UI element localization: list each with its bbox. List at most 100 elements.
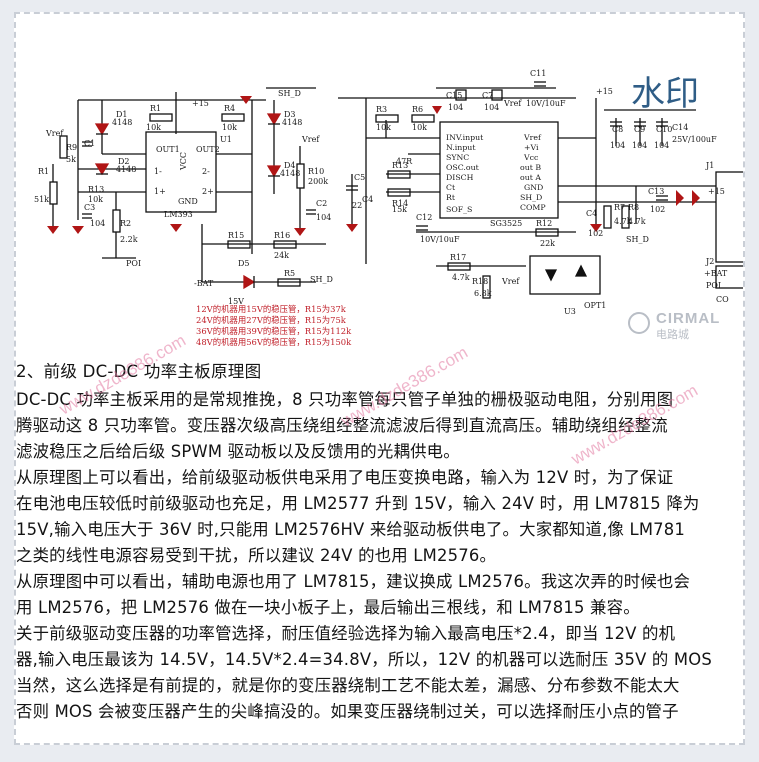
paragraph-line: 从原理图上可以看出，给前级驱动板供电采用了电压变换电路，输入为 12V 时，为了…	[16, 468, 674, 487]
svg-text:Vref: Vref	[301, 135, 320, 144]
svg-text:10k: 10k	[222, 123, 237, 132]
svg-text:C4: C4	[586, 209, 597, 218]
svg-text:Vref: Vref	[45, 129, 64, 138]
svg-text:SH_D: SH_D	[520, 193, 542, 202]
svg-text:10V/10uF: 10V/10uF	[420, 235, 460, 244]
svg-text:C13: C13	[648, 187, 664, 196]
svg-text:5k: 5k	[66, 155, 76, 164]
svg-text:OPT1: OPT1	[584, 301, 606, 310]
svg-text:R1: R1	[38, 167, 49, 176]
svg-text:D4: D4	[284, 161, 296, 170]
svg-text:INV.input: INV.input	[446, 133, 484, 142]
svg-text:C4: C4	[362, 195, 373, 204]
svg-text:6.8k: 6.8k	[474, 289, 492, 298]
brand-subtitle: 电路城	[656, 328, 689, 341]
svg-text:102: 102	[650, 205, 665, 214]
paragraph-line: 当然，这么选择是有前提的，就是你的变压器绕制工艺不能太差，漏感、分布参数不能太大	[16, 676, 680, 695]
svg-text:R13: R13	[392, 161, 408, 170]
brand-circle-icon	[628, 312, 650, 334]
svg-text:SYNC: SYNC	[446, 153, 469, 162]
paragraph-line: 关于前级驱动变压器的功率管选择，耐压值经验选择为输入最高电压*2.4，即当 12…	[16, 624, 676, 643]
svg-text:R6: R6	[412, 105, 423, 114]
svg-text:+Vi: +Vi	[524, 143, 539, 152]
svg-text:J1: J1	[705, 161, 714, 170]
svg-text:104: 104	[610, 141, 625, 150]
paragraph-line: 腾驱动这 8 只功率管。变压器次级高压绕组经整流滤波后得到直流高压。辅助绕组经整…	[16, 416, 668, 435]
paragraph-line: 滤波稳压之后给后级 SPWM 驱动板以及反馈用的光耦供电。	[16, 442, 460, 461]
note-line: 48V的机器用56V的稳压管，R15为150k	[196, 337, 352, 347]
svg-text:2-: 2-	[202, 167, 210, 176]
svg-text:200k: 200k	[308, 177, 328, 186]
svg-text:CO: CO	[716, 295, 729, 304]
svg-text:10k: 10k	[412, 123, 427, 132]
svg-text:out A: out A	[520, 173, 541, 182]
svg-text:4148: 4148	[280, 169, 300, 178]
paragraph-line: 器,输入电压最该为 14.5V，14.5V*2.4=34.8V，所以，12V 的…	[16, 650, 712, 669]
svg-text:104: 104	[448, 103, 463, 112]
brand-name: CIRMAL	[656, 310, 721, 327]
svg-text:R7: R7	[614, 203, 625, 212]
svg-text:4148: 4148	[116, 165, 136, 174]
svg-text:D1: D1	[116, 110, 128, 119]
svg-text:R16: R16	[274, 231, 290, 240]
svg-text:C5: C5	[354, 173, 365, 182]
paragraph-line: 之类的线性电源容易受到干扰，所以建议 24V 的也用 LM2576。	[16, 546, 497, 565]
svg-text:D2: D2	[118, 157, 130, 166]
svg-text:R10: R10	[308, 167, 324, 176]
svg-text:2+: 2+	[202, 187, 214, 196]
svg-text:Vref: Vref	[503, 99, 522, 108]
svg-text:C9: C9	[634, 125, 645, 134]
svg-text:R18: R18	[472, 277, 488, 286]
svg-text:C15: C15	[446, 91, 462, 100]
svg-text:N.input: N.input	[446, 143, 476, 152]
note-line: 12V的机器用15V的稳压管，R15为37k	[196, 304, 347, 314]
svg-text:GND: GND	[524, 183, 543, 192]
svg-text:104: 104	[632, 141, 647, 150]
svg-text:R5: R5	[284, 269, 295, 278]
svg-text:GND: GND	[178, 197, 198, 206]
svg-text:10k: 10k	[88, 195, 103, 204]
svg-text:22k: 22k	[540, 239, 555, 248]
svg-text:POI: POI	[126, 259, 141, 268]
svg-text:4.7k: 4.7k	[452, 273, 470, 282]
paragraph-line: DC-DC 功率主板采用的是常规推挽，8 只功率管每只管子单独的栅极驱动电阻，分…	[16, 390, 674, 409]
svg-text:R17: R17	[450, 253, 466, 262]
svg-text:C12: C12	[416, 213, 432, 222]
svg-text:102: 102	[588, 229, 603, 238]
svg-text:OSC.out: OSC.out	[446, 163, 480, 172]
svg-text:10V/10uF: 10V/10uF	[526, 99, 566, 108]
svg-text:C2: C2	[316, 199, 327, 208]
svg-text:POI: POI	[706, 281, 721, 290]
svg-text:R3: R3	[376, 105, 387, 114]
note-line: 24V的机器用27V的稳压管，R15为75k	[196, 315, 347, 325]
svg-text:+15: +15	[708, 187, 725, 196]
svg-text:C14: C14	[672, 123, 688, 132]
svg-text:SG3525: SG3525	[490, 219, 522, 228]
svg-text:R1: R1	[150, 104, 161, 113]
svg-text:22: 22	[352, 201, 362, 210]
paragraph-line: 否则 MOS 会被变压器产生的尖峰搞没的。如果变压器绕制过关，可以选择耐压小点的…	[16, 702, 679, 721]
section-heading: 2、前级 DC-DC 功率主板原理图	[16, 362, 262, 381]
svg-text:104: 104	[90, 219, 105, 228]
svg-text:C7: C7	[482, 91, 493, 100]
svg-text:4148: 4148	[112, 118, 132, 127]
svg-text:10k: 10k	[376, 123, 391, 132]
svg-text:out B: out B	[520, 163, 541, 172]
watermark-logo: 水印	[631, 74, 699, 114]
svg-text:1+: 1+	[154, 187, 166, 196]
note-line: 36V的机器用39V的稳压管，R15为112k	[196, 326, 352, 336]
svg-text:SH_D: SH_D	[278, 89, 301, 98]
svg-text:104: 104	[654, 141, 669, 150]
svg-text:D3: D3	[284, 110, 296, 119]
svg-text:R2: R2	[120, 219, 131, 228]
svg-text:SH_D: SH_D	[310, 275, 333, 284]
paragraph-line: 在电池电压较低时前级驱动也充足，用 LM2577 升到 15V，输入 24V 时…	[16, 494, 700, 513]
svg-text:C1: C1	[84, 139, 95, 148]
svg-text:+15: +15	[596, 87, 613, 96]
svg-text:SH_D: SH_D	[626, 235, 649, 244]
svg-text:104: 104	[484, 103, 499, 112]
svg-text:24k: 24k	[274, 251, 289, 260]
